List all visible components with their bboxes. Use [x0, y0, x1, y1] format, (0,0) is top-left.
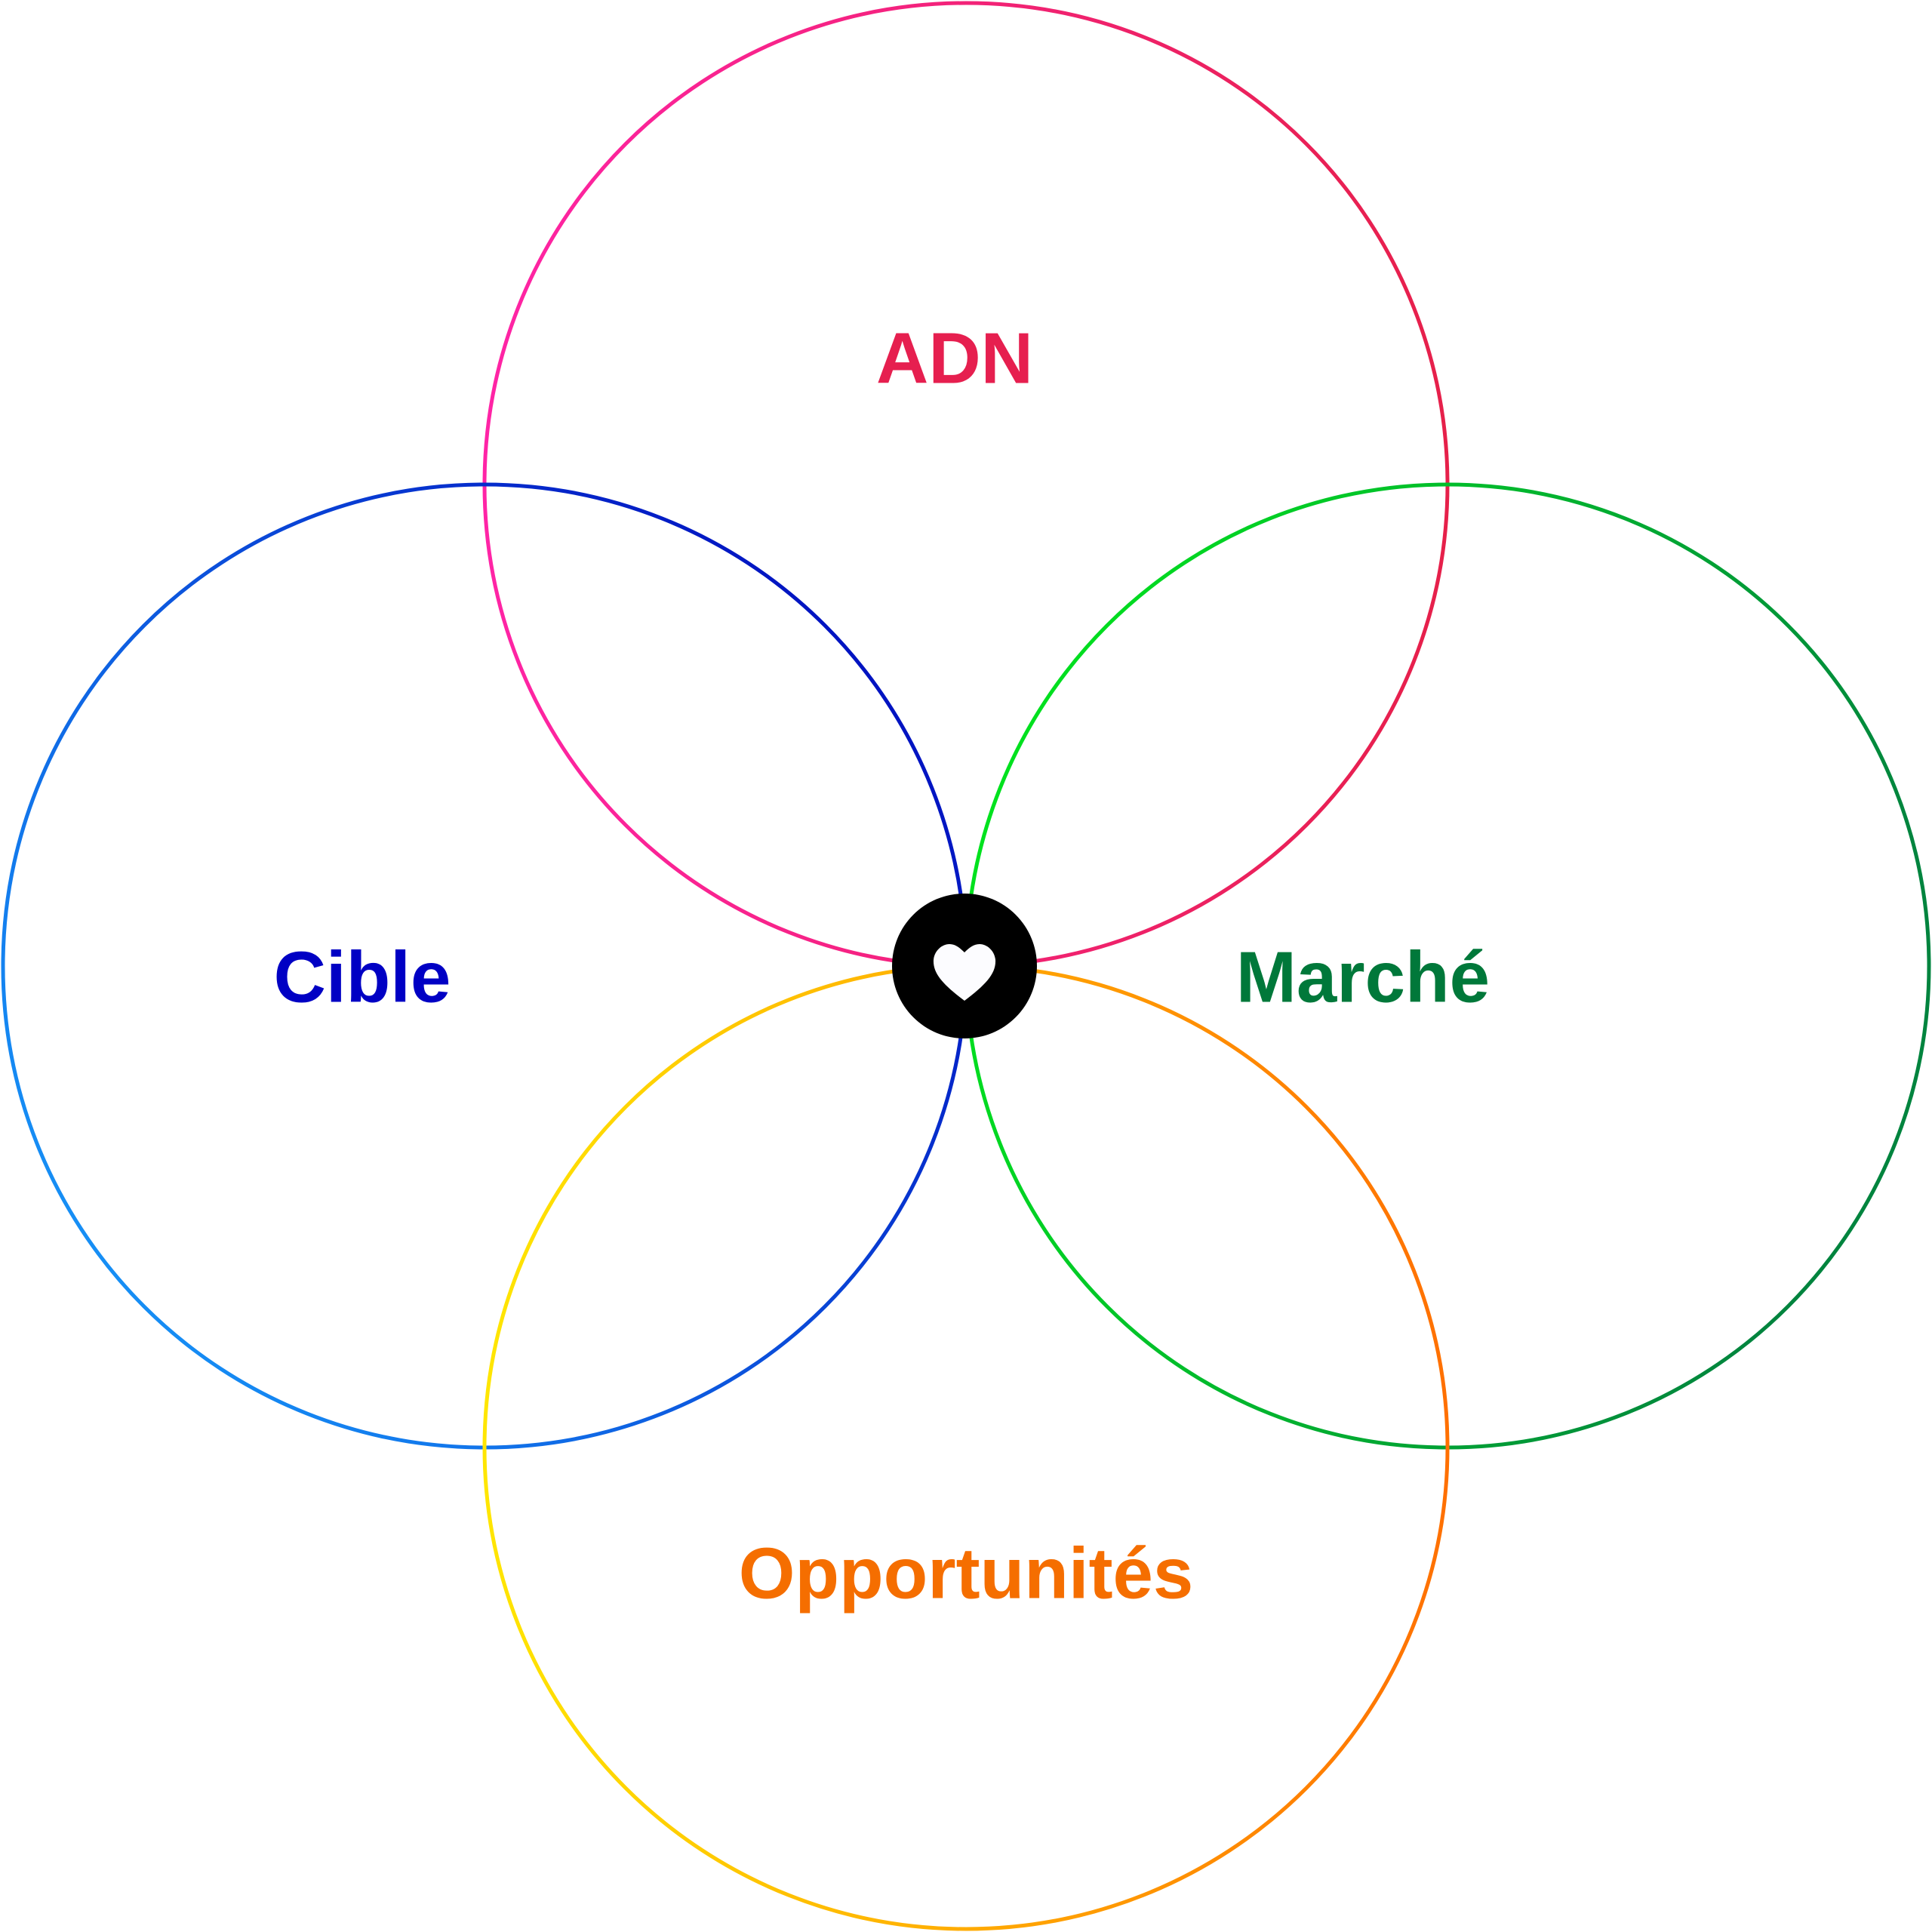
label-opportunites: Opportunités — [739, 1533, 1194, 1614]
label-marche: Marché — [1236, 937, 1490, 1017]
circle-adn — [482, 1, 1450, 968]
heart-icon — [933, 944, 996, 1001]
label-adn: ADN — [876, 318, 1033, 398]
circle-opportunites — [482, 964, 1450, 1931]
label-cible: Cible — [274, 937, 451, 1017]
center-badge — [892, 894, 1037, 1038]
circle-cible — [1, 482, 968, 1450]
